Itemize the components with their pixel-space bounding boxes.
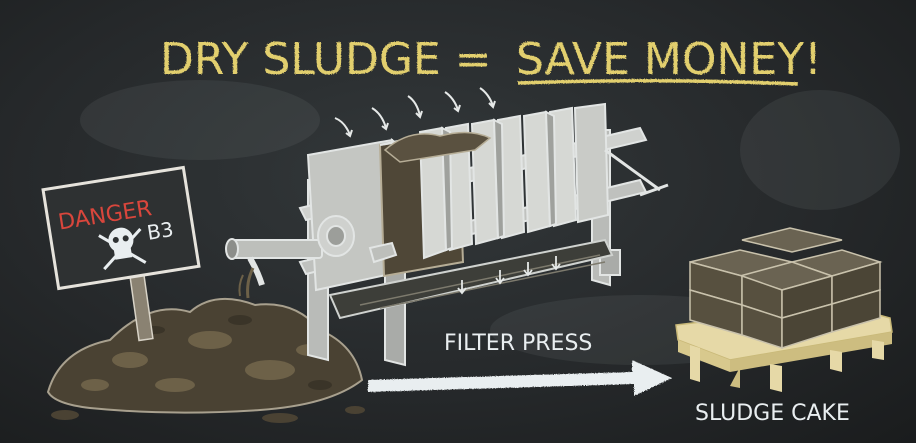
- sludge-pile: [46, 297, 365, 423]
- filter-press: [225, 102, 669, 367]
- b3-code: B3: [145, 217, 175, 245]
- filter-press-label: FILTER PRESS: [444, 331, 592, 356]
- pressure-arrows: [334, 87, 496, 138]
- sludge-cake-label: SLUDGE CAKE: [695, 401, 850, 426]
- sludge-cakes: [689, 227, 883, 350]
- danger-sign: DANGER B3: [41, 165, 201, 342]
- title: DRY SLUDGE = SAVE MONEY!: [160, 34, 822, 86]
- title-underline: [517, 78, 799, 86]
- title-right: SAVE MONEY!: [516, 34, 822, 85]
- title-left: DRY SLUDGE =: [160, 34, 492, 85]
- process-arrow: [368, 360, 672, 396]
- drip-arrows: [457, 256, 561, 295]
- skull-crossbones-icon: [98, 227, 147, 271]
